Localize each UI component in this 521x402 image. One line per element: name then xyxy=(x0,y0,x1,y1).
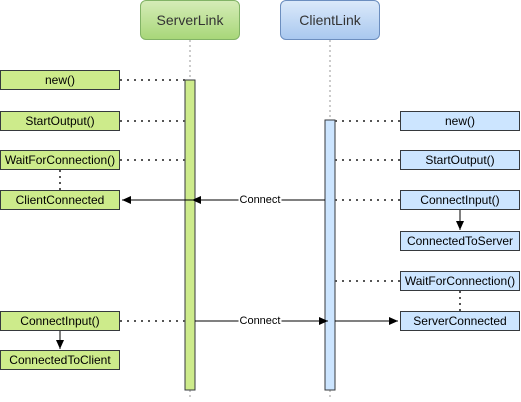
client-connectedtoserver-box: ConnectedToServer xyxy=(400,231,520,251)
client-serverconnected-box: ServerConnected xyxy=(400,311,520,331)
message-connect-to-server-label: Connect xyxy=(238,194,282,206)
participant-serverlink: ServerLink xyxy=(140,0,240,40)
server-connectedtoclient-box: ConnectedToClient xyxy=(0,350,120,370)
message-connect-to-client-label: Connect xyxy=(238,315,282,327)
server-activation-bar xyxy=(184,79,196,391)
server-startoutput-box: StartOutput() xyxy=(0,111,120,131)
server-waitforconnection-box: WaitForConnection() xyxy=(0,150,120,170)
server-connectinput-box: ConnectInput() xyxy=(0,311,120,331)
client-connectinput-box: ConnectInput() xyxy=(400,190,520,210)
client-waitforconnection-box: WaitForConnection() xyxy=(400,271,520,291)
participant-clientlink: ClientLink xyxy=(280,0,380,40)
client-startoutput-box: StartOutput() xyxy=(400,150,520,170)
server-new-box: new() xyxy=(0,70,120,90)
server-clientconnected-box: ClientConnected xyxy=(0,190,120,210)
client-new-box: new() xyxy=(400,111,520,131)
client-activation-bar xyxy=(324,119,336,391)
